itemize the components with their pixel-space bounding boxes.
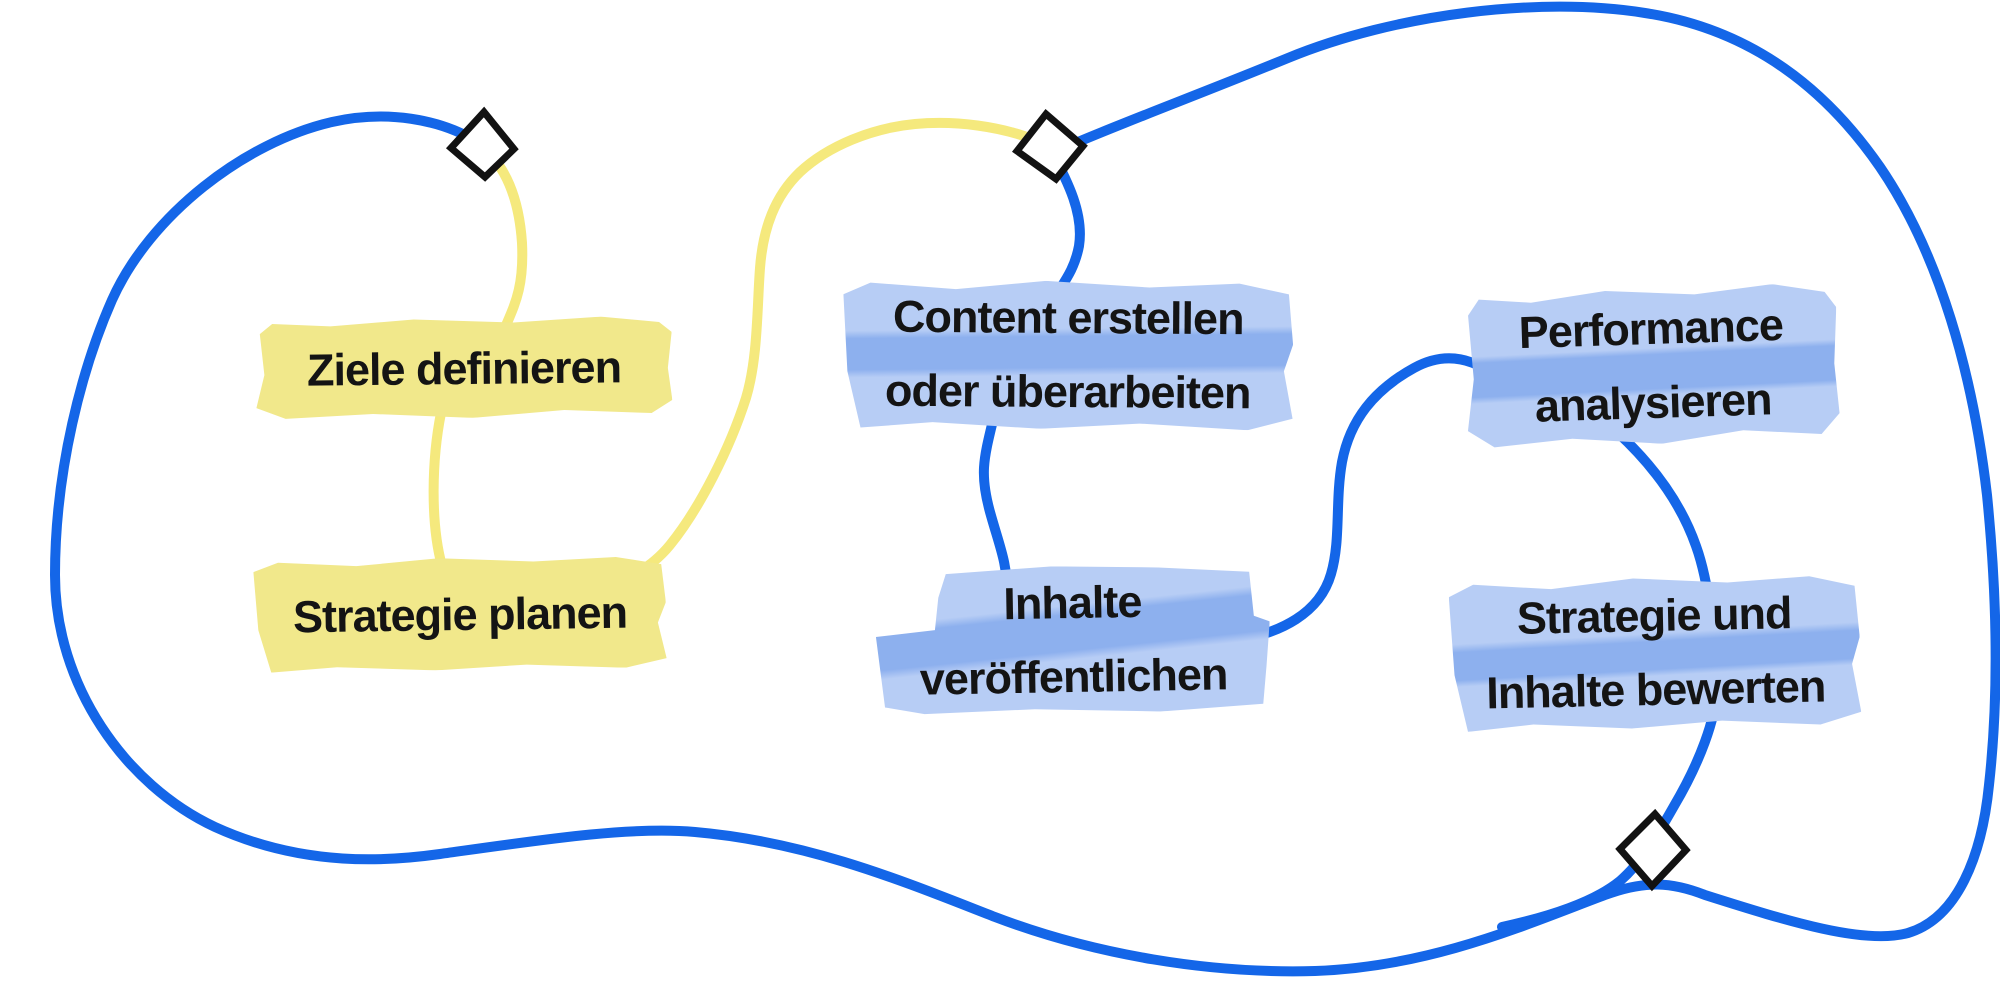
blue-outer-loop-line bbox=[50, 1, 2000, 977]
decision-diamond-1 bbox=[445, 106, 519, 182]
decision-diamond-3 bbox=[1615, 808, 1691, 892]
decision-diamond-2 bbox=[1011, 108, 1088, 184]
